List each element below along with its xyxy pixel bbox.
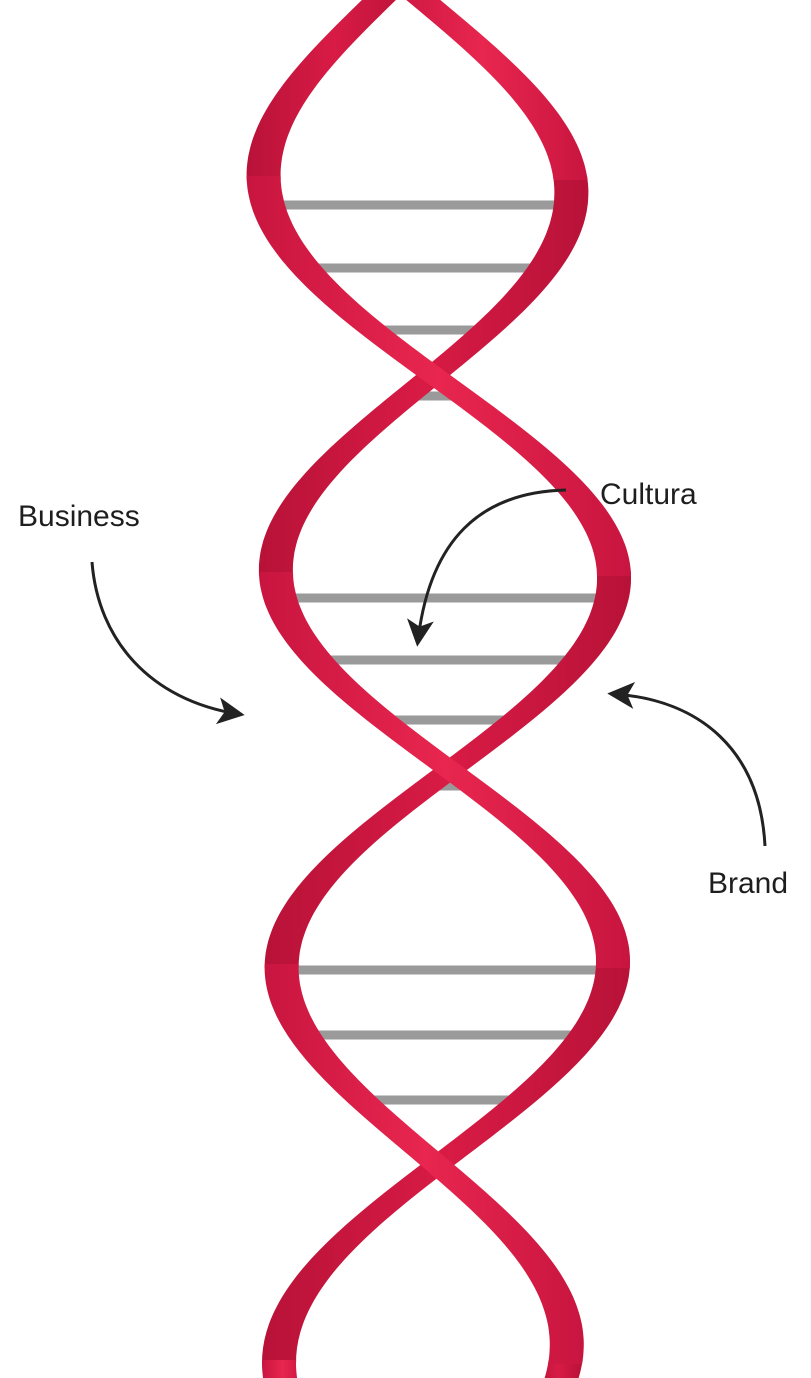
business-arrow [92, 562, 238, 714]
brand-label: Brand [708, 867, 788, 901]
strand-b-segment [265, 964, 584, 1364]
cultura-label: Cultura [600, 478, 697, 512]
brand-arrow [614, 694, 765, 846]
business-label: Business [18, 500, 140, 534]
strand-a-segment [262, 1360, 303, 1378]
strand-a-segment [378, 0, 588, 180]
strand-b-segment [247, 0, 421, 180]
